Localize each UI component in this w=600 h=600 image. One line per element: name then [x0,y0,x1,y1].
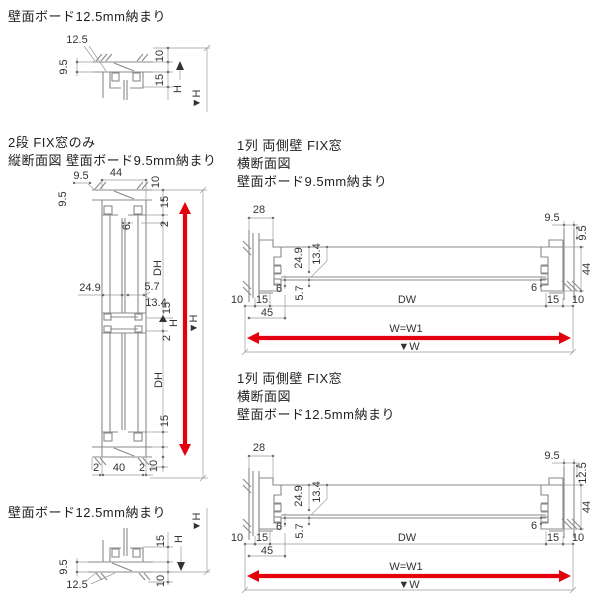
hsection-95-dims: 28 24.9 13.4 5.7 6 10 15 45 DW 9.5 9.5 4… [231,204,593,353]
svg-text:10: 10 [572,532,584,544]
horizontal-section-drawing [241,216,584,356]
head-detail-drawing: 12.5 9.5 10 15 H ▼H [58,34,211,112]
vertical-section-dims: 9.5 44 9.5 10 15 2 6 DH 24.9 5.7 13.4 15… [57,167,200,474]
svg-text:H: H [172,85,184,93]
svg-text:15: 15 [547,532,559,544]
svg-text:▼H: ▼H [188,315,200,334]
svg-text:10: 10 [148,460,160,472]
svg-text:28: 28 [253,204,265,216]
svg-text:▼H: ▼H [191,90,203,109]
hsection-125-title-3: 壁面ボード12.5mm納まり [237,407,395,422]
svg-text:44: 44 [581,501,593,513]
svg-text:2: 2 [159,221,171,227]
svg-text:10: 10 [572,294,584,306]
svg-text:13.4: 13.4 [145,297,166,309]
svg-text:▼H: ▼H [191,513,203,532]
svg-text:9.5: 9.5 [544,450,559,462]
svg-text:24.9: 24.9 [293,485,305,506]
svg-text:5.7: 5.7 [294,285,306,300]
svg-text:5.7: 5.7 [144,281,159,293]
svg-text:15: 15 [154,74,166,86]
svg-text:45: 45 [261,545,273,557]
svg-text:10: 10 [155,575,167,587]
svg-text:24.9: 24.9 [293,247,305,268]
svg-text:12.5: 12.5 [577,462,589,483]
svg-text:DW: DW [398,532,417,544]
hsection-95-title-2: 横断面図 [237,156,292,171]
svg-text:40: 40 [113,462,125,474]
svg-text:DH: DH [153,372,165,388]
svg-text:15: 15 [256,532,268,544]
svg-text:9.5: 9.5 [577,225,589,240]
svg-text:24.9: 24.9 [79,282,100,294]
svg-text:▼W: ▼W [398,579,420,591]
svg-text:10: 10 [150,176,162,188]
svg-text:6: 6 [276,521,282,533]
svg-text:9.5: 9.5 [73,170,88,182]
svg-text:2: 2 [93,462,99,474]
vertical-section-title-2: 縦断面図 壁面ボード9.5mm納まり [8,153,217,168]
svg-text:28: 28 [253,442,265,454]
svg-text:9.5: 9.5 [57,191,69,206]
svg-text:9.5: 9.5 [58,59,70,74]
svg-text:15: 15 [155,535,167,547]
svg-text:15: 15 [256,294,268,306]
svg-text:45: 45 [261,307,273,319]
svg-text:10: 10 [154,50,166,62]
svg-text:5.7: 5.7 [294,523,306,538]
svg-text:2: 2 [139,462,145,474]
svg-text:9.5: 9.5 [544,212,559,224]
svg-text:10: 10 [231,294,243,306]
sill-detail-drawing: 15 H ▼H 9.5 12.5 10 [58,508,211,591]
svg-text:15: 15 [547,294,559,306]
hsection-125-title-1: 1列 両側壁 FIX窓 [237,371,343,386]
svg-text:H: H [168,319,180,327]
hsection-125-dims: 28 24.9 13.4 5.7 6 10 15 45 DW 9.5 12.5 … [231,442,593,591]
svg-text:H: H [173,535,185,543]
svg-text:6: 6 [531,282,537,294]
vertical-section-title-1: 2段 FIX窓のみ [8,135,96,150]
svg-text:12.5: 12.5 [66,34,87,46]
svg-text:15: 15 [161,302,173,314]
svg-text:6: 6 [531,520,537,532]
svg-text:6: 6 [121,224,133,230]
svg-text:13.4: 13.4 [311,481,323,502]
hsection-95-title-3: 壁面ボード9.5mm納まり [237,174,388,189]
vertical-section-drawing: 9.5 44 9.5 10 15 2 6 DH 24.9 5.7 13.4 15… [57,167,208,482]
svg-text:6: 6 [276,283,282,295]
svg-text:DH: DH [152,260,164,276]
svg-text:W=W1: W=W1 [389,323,422,335]
svg-text:2: 2 [161,335,173,341]
svg-text:15: 15 [159,415,171,427]
svg-text:W=W1: W=W1 [389,561,422,573]
svg-text:15: 15 [159,196,171,208]
svg-text:DW: DW [398,294,417,306]
hsection-125-title-2: 横断面図 [237,389,292,404]
svg-text:44: 44 [110,167,122,179]
svg-text:44: 44 [581,263,593,275]
sill-detail-dims: 15 H ▼H 9.5 12.5 10 [58,513,203,591]
svg-text:12.5: 12.5 [66,579,87,591]
svg-text:13.4: 13.4 [311,243,323,264]
svg-text:10: 10 [231,532,243,544]
head-detail-title: 壁面ボード12.5mm納まり [8,9,166,24]
hsection-95-title-1: 1列 両側壁 FIX窓 [237,138,343,153]
svg-text:▼W: ▼W [398,341,420,353]
sill-detail-title: 壁面ボード12.5mm納まり [8,505,166,520]
svg-text:9.5: 9.5 [58,559,70,574]
head-detail-dims: 12.5 9.5 10 15 H ▼H [58,34,203,108]
